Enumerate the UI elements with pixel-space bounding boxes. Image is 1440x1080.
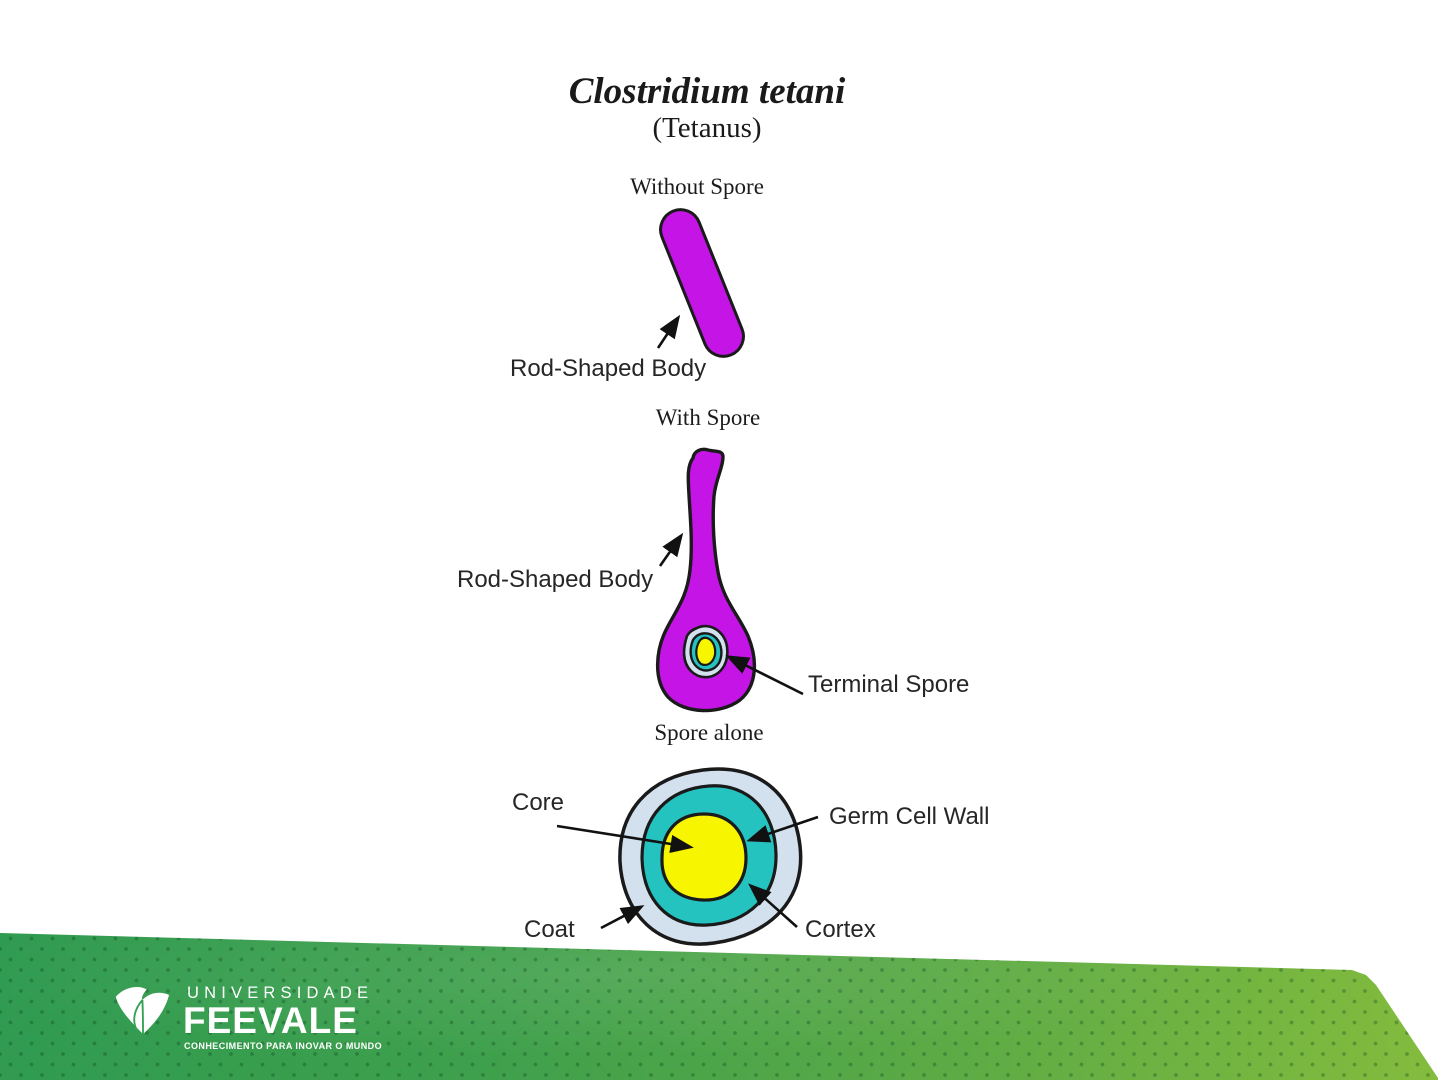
spore-core-circle — [660, 812, 748, 902]
feevale-logo-icon — [115, 986, 170, 1035]
label-cortex: Cortex — [805, 916, 876, 943]
rod-with-spore-shape — [656, 447, 757, 713]
label-coat: Coat — [524, 916, 575, 943]
section-heading-spore-alone: Spore alone — [654, 720, 764, 745]
logo-universidade-text: UNIVERSIDADE — [187, 984, 374, 1002]
label-germ-cell-wall: Germ Cell Wall — [829, 803, 990, 830]
section-heading-with-spore: With Spore — [655, 405, 761, 430]
rod-without-spore-arrow — [656, 314, 681, 349]
cortex-arrow — [748, 883, 798, 928]
slide-title: Clostridium tetani — [568, 71, 846, 112]
coat-arrow — [600, 905, 645, 930]
label-rod-shaped-body-2: Rod-Shaped Body — [457, 566, 654, 593]
label-core: Core — [512, 789, 565, 816]
logo-feevale-text: FEEVALE — [183, 1000, 358, 1041]
label-rod-shaped-body-1: Rod-Shaped Body — [510, 355, 707, 382]
terminal-spore-core-shape — [695, 636, 717, 667]
germ-cell-wall-arrow — [746, 815, 819, 843]
label-terminal-spore: Terminal Spore — [808, 671, 970, 698]
logo-tagline-text: CONHECIMENTO PARA INOVAR O MUNDO — [184, 1041, 383, 1051]
slide-subtitle: (Tetanus) — [652, 112, 762, 144]
terminal-spore-arrow — [725, 655, 804, 696]
core-arrow — [556, 824, 694, 853]
section-heading-without-spore: Without Spore — [630, 174, 764, 199]
rod-with-spore-arrow — [658, 532, 684, 567]
rod-without-spore-shape — [659, 208, 745, 358]
